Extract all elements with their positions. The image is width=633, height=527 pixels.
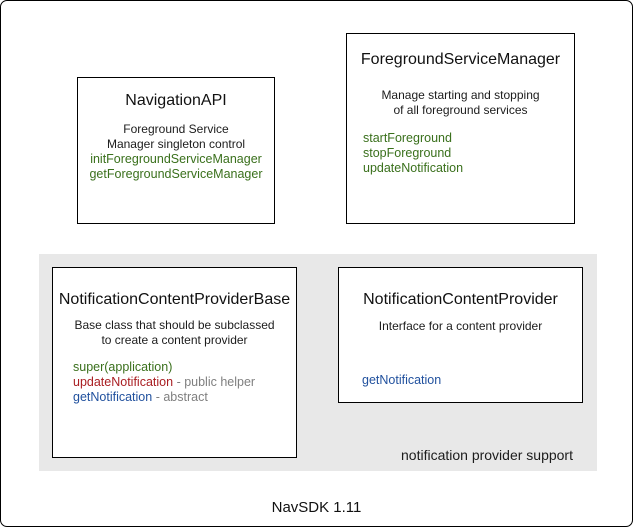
region-label: notification provider support — [401, 447, 573, 463]
method-annotation: - abstract — [155, 390, 208, 404]
class-description-line: Manager singleton control — [106, 137, 246, 151]
method-row: getNotification - abstract — [53, 390, 296, 405]
class-box-navigation-api: NavigationAPI Foreground Service Manager… — [77, 77, 275, 224]
class-description-line: Base class that should be subclassed — [74, 318, 275, 332]
class-description-line: to create a content provider — [101, 333, 248, 347]
class-description-line: Foreground Service — [123, 122, 229, 136]
method-label: getNotification — [362, 373, 442, 387]
method-label: stopForeground — [363, 146, 452, 160]
class-description: Interface for a content provider — [339, 319, 582, 334]
class-title: NavigationAPI — [125, 92, 227, 109]
method-label: startForeground — [363, 131, 452, 145]
class-description-line: of all foreground services — [393, 103, 528, 117]
class-title: ForegroundServiceManager — [360, 51, 561, 68]
method-label: getForegroundServiceManager — [89, 167, 263, 181]
method-label: updateNotification — [73, 375, 174, 389]
class-description: Foreground Service Manager singleton con… — [78, 122, 274, 152]
class-box-notification-content-provider: NotificationContentProvider Interface fo… — [338, 267, 583, 403]
sdk-version-caption: NavSDK 1.11 — [271, 499, 362, 516]
class-box-notification-content-provider-base: NotificationContentProviderBase Base cla… — [52, 267, 297, 458]
class-description: Base class that should be subclassed to … — [53, 318, 296, 348]
method-label: initForegroundServiceManager — [90, 152, 262, 166]
method-row: super(application) — [53, 360, 296, 375]
method-annotation: - public helper — [176, 375, 256, 389]
class-title: NotificationContentProvider — [363, 291, 558, 308]
class-box-foreground-service-manager: ForegroundServiceManager Manage starting… — [346, 33, 575, 224]
method-label: getNotification — [73, 390, 153, 404]
method-label: updateNotification — [363, 161, 464, 175]
class-description: Manage starting and stopping of all fore… — [347, 88, 574, 118]
class-title: NotificationContentProviderBase — [58, 291, 291, 308]
class-description-line: Manage starting and stopping — [381, 88, 540, 102]
notification-support-region: NotificationContentProviderBase Base cla… — [39, 254, 597, 471]
class-description-line: Interface for a content provider — [378, 319, 543, 333]
method-row: updateNotification - public helper — [53, 375, 296, 390]
method-label: super(application) — [73, 360, 173, 374]
